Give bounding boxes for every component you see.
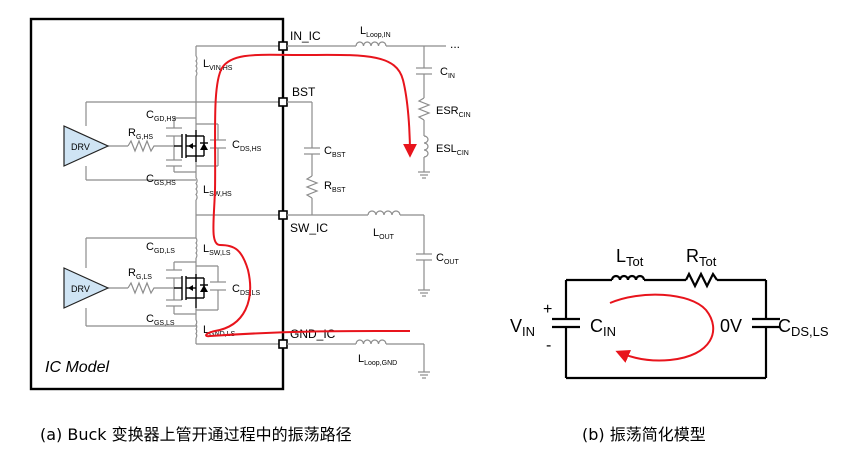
gate-resistors xyxy=(127,139,156,295)
panel-a: IC Model xyxy=(29,17,471,444)
label-esl: ESLCIN xyxy=(436,143,469,157)
label-cin-b: CIN xyxy=(590,316,616,339)
label-cds-hs: CDS,HS xyxy=(232,139,262,153)
pin-gnd-ic xyxy=(278,339,288,349)
driver-low-side: DRV xyxy=(63,267,110,309)
label-cgs-hs: CGS,HS xyxy=(146,173,176,187)
driver-high-side: DRV xyxy=(63,125,110,167)
internal-capacitors xyxy=(166,127,226,307)
internal-inductors xyxy=(195,55,198,339)
label-zero-v: 0V xyxy=(720,316,742,336)
ellipsis: ... xyxy=(450,37,460,51)
pin-label-in: IN_IC xyxy=(290,29,321,43)
label-lsw-ls: LSW,LS xyxy=(203,243,231,257)
internal-labels: LVIN,HS CGD,HS RG,HS CDS,HS CGS,HS LSW,H… xyxy=(128,58,262,338)
label-cgs-ls: CGS,LS xyxy=(146,313,175,327)
label-rg-hs: RG,HS xyxy=(128,127,153,141)
label-cgd-hs: CGD,HS xyxy=(146,109,176,123)
label-cds-b: CDS,LS xyxy=(778,316,829,339)
label-lloop-in: LLoop,IN xyxy=(360,25,391,39)
high-side-mosfet xyxy=(174,130,208,162)
inductor-ltot xyxy=(610,274,646,281)
label-vin: VIN xyxy=(510,316,535,339)
label-ltot: LTot xyxy=(616,246,644,269)
label-lvin-hs: LVIN,HS xyxy=(203,58,233,72)
oscillation-path-b xyxy=(609,293,715,363)
resistor-rtot xyxy=(685,271,718,289)
caption-b: (b) 振荡简化模型 xyxy=(582,425,706,444)
panel-b: LTot RTot VIN + - CIN 0V CDS,LS (b) 振荡简化… xyxy=(510,246,829,444)
label-cgd-ls: CGD,LS xyxy=(146,241,175,255)
label-cin: CIN xyxy=(440,66,455,80)
pin-label-gnd: GND_IC xyxy=(290,327,336,341)
label-cds-ls: CDS,LS xyxy=(232,283,261,297)
pin-label-bst: BST xyxy=(292,85,316,99)
driver-ground-links xyxy=(85,166,196,327)
internal-wiring xyxy=(85,45,283,345)
driver-label-ls: DRV xyxy=(71,284,90,294)
driver-label-hs: DRV xyxy=(71,142,90,152)
pin-bst xyxy=(278,97,288,107)
label-lout: LOUT xyxy=(373,227,395,241)
label-minus: - xyxy=(546,337,551,354)
label-plus: + xyxy=(543,301,552,318)
label-rg-ls: RG,LS xyxy=(128,267,152,281)
label-cbst: CBST xyxy=(324,145,346,159)
oscillation-path-a xyxy=(205,53,417,338)
label-rtot: RTot xyxy=(686,246,717,269)
label-rbst: RBST xyxy=(324,180,346,194)
label-lsw-hs: LSW,HS xyxy=(203,184,232,198)
ic-model-label: IC Model xyxy=(45,359,109,376)
ic-block xyxy=(29,17,285,391)
low-side-mosfet xyxy=(174,274,208,308)
label-cout: COUT xyxy=(436,252,459,266)
label-lloop-gnd: LLoop,GND xyxy=(358,353,397,367)
pin-sw-ic xyxy=(278,210,288,220)
pin-label-sw: SW_IC xyxy=(290,221,328,235)
external-wiring: ... LLoop,IN CIN ESRCIN ESLCIN xyxy=(287,25,471,379)
caption-a: (a) Buck 变换器上管开通过程中的振荡路径 xyxy=(40,425,352,444)
pin-in-ic xyxy=(278,41,288,51)
label-esr: ESRCIN xyxy=(436,105,471,119)
